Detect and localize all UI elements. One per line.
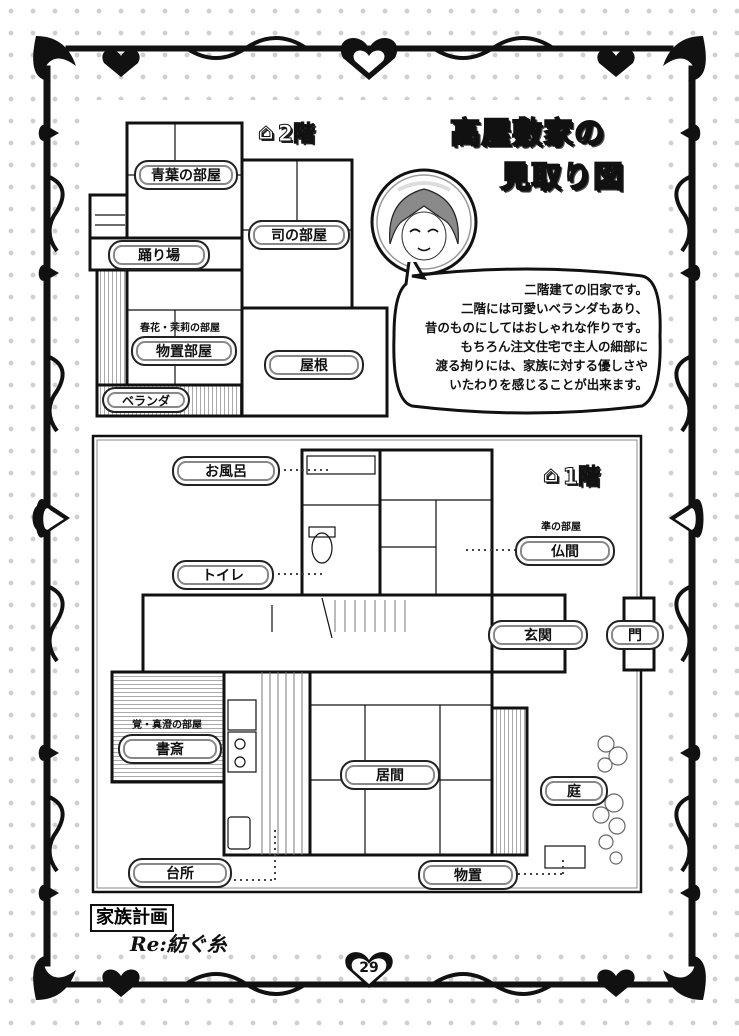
butsuma-note: 準の部屋 [541,522,581,533]
page-title-line1: 高屋敷家の [449,115,605,152]
room-garden: 庭 [540,776,608,806]
room-storage: 物置部屋 [131,336,237,366]
house-icon: ⌂ [543,462,560,488]
room-roof: 屋根 [264,350,364,380]
room-storeroom: 物置 [418,860,518,890]
character-portrait [370,168,478,276]
speech-bubble [392,262,662,415]
bubble-text: 二階建ての旧家です。 二階には可愛いベランダもあり、 昔のものにしてはおしゃれな… [424,282,648,392]
series-logo: 家族計画 Re:紡ぐ糸 [88,904,268,962]
logo-line1: 家族計画 [90,904,174,932]
room-genkan: 玄関 [488,620,588,650]
room-bath: お風呂 [172,456,280,486]
room-living: 居間 [340,760,440,790]
logo-line2: Re:紡ぐ糸 [130,932,227,956]
room-toilet: トイレ [172,560,274,590]
floor-2-label: ⌂ 2階 [258,119,316,148]
storage-note: 春花・茉莉の部屋 [140,323,220,334]
room-study: 書斎 [118,734,222,764]
room-butsuma: 仏間 [515,536,615,566]
study-note: 覚・真澄の部屋 [132,720,202,731]
page-number-heart [345,952,393,988]
room-aoba: 青葉の部屋 [134,160,238,190]
page-title-line2: 見取り図 [499,159,624,196]
room-veranda: ベランダ [102,387,190,413]
house-icon: ⌂ [258,119,275,145]
room-kitchen: 台所 [128,858,232,888]
floor-1-label: ⌂ 1階 [543,462,601,491]
room-odoriba: 踊り場 [108,240,210,270]
room-gate: 門 [606,620,664,650]
page-number: 29 [359,960,379,976]
room-tsukasa: 司の部屋 [248,220,350,250]
